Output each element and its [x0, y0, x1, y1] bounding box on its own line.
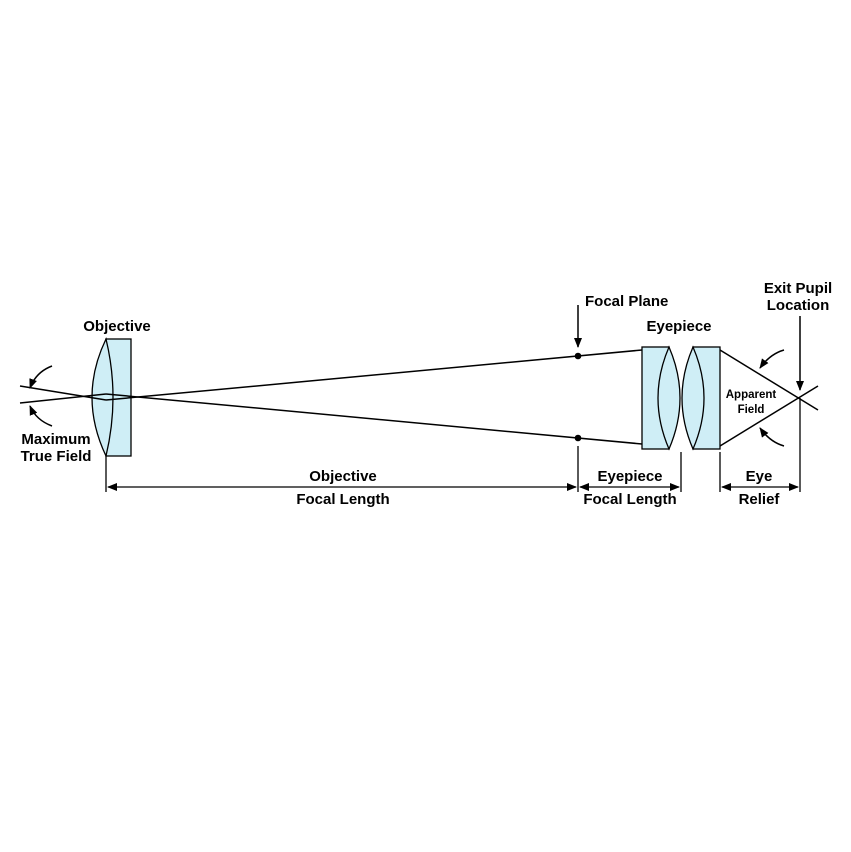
eyepiece-biconvex-left	[657, 345, 681, 451]
eyepiece-biconvex-right	[681, 345, 705, 451]
ray-upper-incoming	[19, 393, 107, 404]
eyepiece-lenses	[641, 345, 721, 451]
apparent-field-arrow-upper	[759, 349, 785, 369]
focal-plane-label: Focal Plane	[585, 293, 668, 310]
eyepiece-focal-length-label-line2: Focal Length	[583, 491, 676, 508]
apparent-field-label-line1: Apparent	[726, 389, 777, 401]
ray-lower-to-focal-plane	[105, 393, 643, 445]
exit-pupil-label-line2: Location	[767, 297, 830, 314]
eye-relief-label-line2: Relief	[739, 491, 781, 508]
maximum-true-field-label-line2: True Field	[21, 448, 92, 465]
focal-plane-point-upper	[574, 352, 582, 360]
ray-lower-to-exit-pupil	[719, 385, 819, 447]
focal-plane-point-lower	[574, 434, 582, 442]
apparent-field-arrow-lower	[759, 427, 785, 447]
ray-upper-to-focal-plane	[105, 349, 643, 401]
objective-lens-convex-element	[91, 337, 114, 458]
ray-upper-to-exit-pupil	[719, 349, 819, 411]
eyepiece-focal-length-label-line1: Eyepiece	[597, 468, 662, 485]
eye-relief-label-line1: Eye	[746, 468, 773, 485]
exit-pupil-label-line1: Exit Pupil	[764, 280, 832, 297]
eyepiece-label: Eyepiece	[646, 318, 711, 335]
true-field-arrow-upper	[29, 365, 53, 389]
maximum-true-field-label-line1: Maximum	[21, 431, 90, 448]
objective-focal-length-label-line2: Focal Length	[296, 491, 389, 508]
objective-focal-length-label-line1: Objective	[309, 468, 377, 485]
true-field-arrow-lower	[29, 405, 53, 427]
apparent-field-label-line2: Field	[738, 404, 765, 416]
objective-label: Objective	[83, 318, 151, 335]
